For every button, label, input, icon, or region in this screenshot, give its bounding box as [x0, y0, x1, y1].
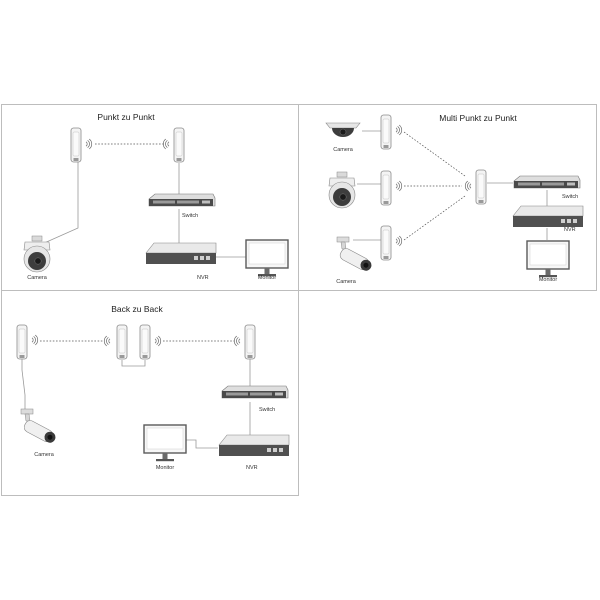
monitor-label: Monitor	[156, 465, 175, 471]
nvr-label: NVR	[246, 465, 258, 471]
camera-top-label: Camera	[333, 147, 354, 153]
cpe-antenna-icon	[116, 324, 128, 360]
wireless-signal-icon	[464, 180, 472, 192]
wireless-link	[403, 131, 466, 177]
wireless-link	[403, 195, 466, 241]
camera-label: Camera	[34, 452, 55, 458]
camera-label: Camera	[27, 275, 48, 281]
panel-frame-back-zu-back	[1, 290, 299, 496]
ptz-camera-icon	[23, 235, 51, 273]
wireless-signal-icon	[395, 235, 403, 247]
dome-camera-icon	[325, 122, 361, 138]
poe-switch-icon	[148, 193, 216, 207]
monitor-icon	[245, 239, 289, 277]
poe-switch-icon	[221, 385, 289, 399]
panel-punkt-zu-punkt: Punkt zu Punkt Switch NVR Monitor Camera	[23, 112, 289, 281]
wireless-signal-icon	[103, 335, 111, 347]
nvr-icon	[145, 242, 217, 265]
panel-title: Back zu Back	[111, 304, 163, 314]
switch-label: Switch	[562, 194, 578, 200]
monitor-icon	[526, 240, 570, 278]
cpe-antenna-icon	[70, 127, 82, 163]
monitor-label: Monitor	[258, 275, 277, 281]
wireless-signal-icon	[395, 180, 403, 192]
monitor-label: Monitor	[539, 277, 558, 283]
wireless-signal-icon	[154, 335, 162, 347]
switch-label: Switch	[182, 213, 198, 219]
bullet-camera-icon	[336, 236, 375, 274]
cpe-antenna-icon	[380, 114, 392, 150]
nvr-label: NVR	[197, 275, 209, 281]
panel-frame-multi-punkt-zu-punkt	[298, 104, 597, 291]
cpe-antenna-icon	[475, 169, 487, 205]
cpe-antenna-icon	[173, 127, 185, 163]
cpe-antenna-icon	[380, 225, 392, 261]
cpe-antenna-icon	[16, 324, 28, 360]
nvr-icon	[218, 434, 290, 457]
bullet-camera-icon	[20, 408, 59, 446]
camera-bottom-label: Camera	[336, 279, 357, 285]
cable-camera-to-cpe	[41, 160, 79, 245]
cpe-antenna-icon	[380, 170, 392, 206]
wireless-signal-icon	[31, 334, 39, 346]
cpe-antenna-icon	[244, 324, 256, 360]
wireless-signal-icon	[162, 138, 170, 150]
switch-label: Switch	[259, 407, 275, 413]
ptz-camera-icon	[328, 171, 356, 209]
panel-title: Punkt zu Punkt	[97, 112, 155, 122]
cable-bridge-pair	[121, 360, 146, 367]
cable-nvr-to-monitor	[186, 439, 218, 449]
panel-title: Multi Punkt zu Punkt	[439, 113, 517, 123]
wireless-signal-icon	[85, 138, 93, 150]
panel-back-zu-back: Back zu Back Switch NVR Monitor Camera	[16, 304, 290, 471]
nvr-label: NVR	[564, 227, 576, 233]
monitor-icon	[143, 424, 187, 462]
nvr-icon	[512, 205, 584, 228]
poe-switch-icon	[513, 175, 581, 189]
wireless-signal-icon	[233, 335, 241, 347]
panel-multi-punkt-zu-punkt: Multi Punkt zu Punkt Camera Camera Switc…	[325, 113, 584, 285]
cpe-antenna-icon	[139, 324, 151, 360]
wireless-signal-icon	[395, 124, 403, 136]
cable-camera-to-cpe	[21, 358, 26, 410]
